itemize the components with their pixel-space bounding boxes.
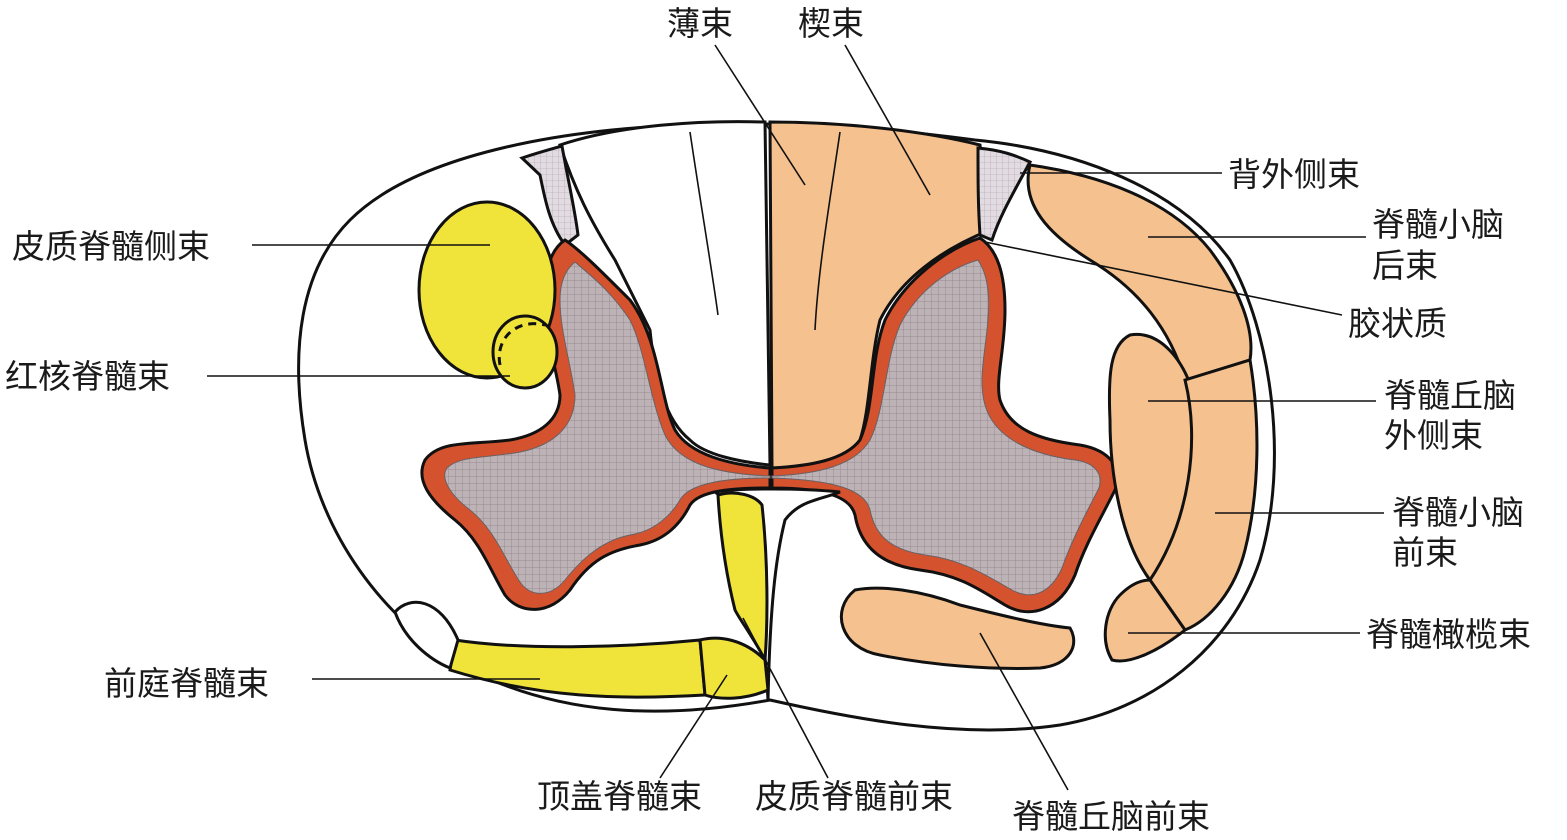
fasciculus-gracilis-area xyxy=(558,120,772,467)
gray-matter-left[interactable] xyxy=(444,261,771,594)
gracilis-cuneatus-divider xyxy=(814,131,841,331)
leader-qiu-nao-qian-shu xyxy=(979,632,1069,791)
left-gracilis-divider xyxy=(689,131,719,316)
label-xiao-nao-qian-1: 脊髓小脑 xyxy=(1392,493,1524,532)
label-hong-he: 红核脊髓束 xyxy=(5,357,170,396)
label-qiu-nao-qian-shu: 脊髓丘脑前束 xyxy=(1012,797,1210,836)
label-bo-shu: 薄束 xyxy=(667,4,733,43)
label-xiao-nao-hou-2: 后束 xyxy=(1372,246,1438,285)
substantia-gelatinosa-left[interactable] xyxy=(519,144,580,248)
vestibulospinal-small-circle xyxy=(393,600,460,671)
tectospinal-tract[interactable] xyxy=(698,636,770,700)
anterior-spinocerebellar-tract[interactable] xyxy=(1148,358,1259,632)
rubrospinal-overlap-dashed xyxy=(497,322,546,366)
label-pi-zhi-ce-shu: 皮质脊髓侧束 xyxy=(12,227,210,266)
vestibulospinal-tract[interactable] xyxy=(448,638,707,699)
spino-olivary-tract[interactable] xyxy=(1103,578,1188,663)
leader-pi-zhi-qian-shu xyxy=(742,617,829,779)
label-xie-shu: 楔束 xyxy=(798,4,864,43)
label-bei-wai-ce-shu: 背外侧束 xyxy=(1228,155,1360,194)
label-ding-gai: 顶盖脊髓束 xyxy=(537,777,702,816)
label-qiu-nao-wai-1: 脊髓丘脑 xyxy=(1384,376,1516,415)
leader-bo-shu xyxy=(714,44,806,186)
label-qiu-nao-wai-2: 外侧束 xyxy=(1384,416,1483,455)
leader-ding-gai xyxy=(659,674,728,779)
leader-xie-shu xyxy=(844,44,931,196)
label-xiao-nao-hou-1: 脊髓小脑 xyxy=(1372,205,1504,244)
rubrospinal-tract[interactable] xyxy=(491,314,559,390)
label-gan-lan-shu: 脊髓橄榄束 xyxy=(1366,615,1531,654)
anterior-spinothalamic-tract[interactable] xyxy=(839,586,1076,670)
substantia-gelatinosa-right[interactable] xyxy=(976,146,1033,243)
label-qian-ting: 前庭脊髓束 xyxy=(104,664,269,703)
leader-jiao-zhuang-zhi xyxy=(984,241,1343,316)
gray-matter-right[interactable] xyxy=(771,259,1101,596)
label-jiao-zhuang-zhi: 胶状质 xyxy=(1348,304,1447,343)
label-xiao-nao-qian-2: 前束 xyxy=(1392,533,1458,572)
label-pi-zhi-qian-shu: 皮质脊髓前束 xyxy=(755,777,953,816)
